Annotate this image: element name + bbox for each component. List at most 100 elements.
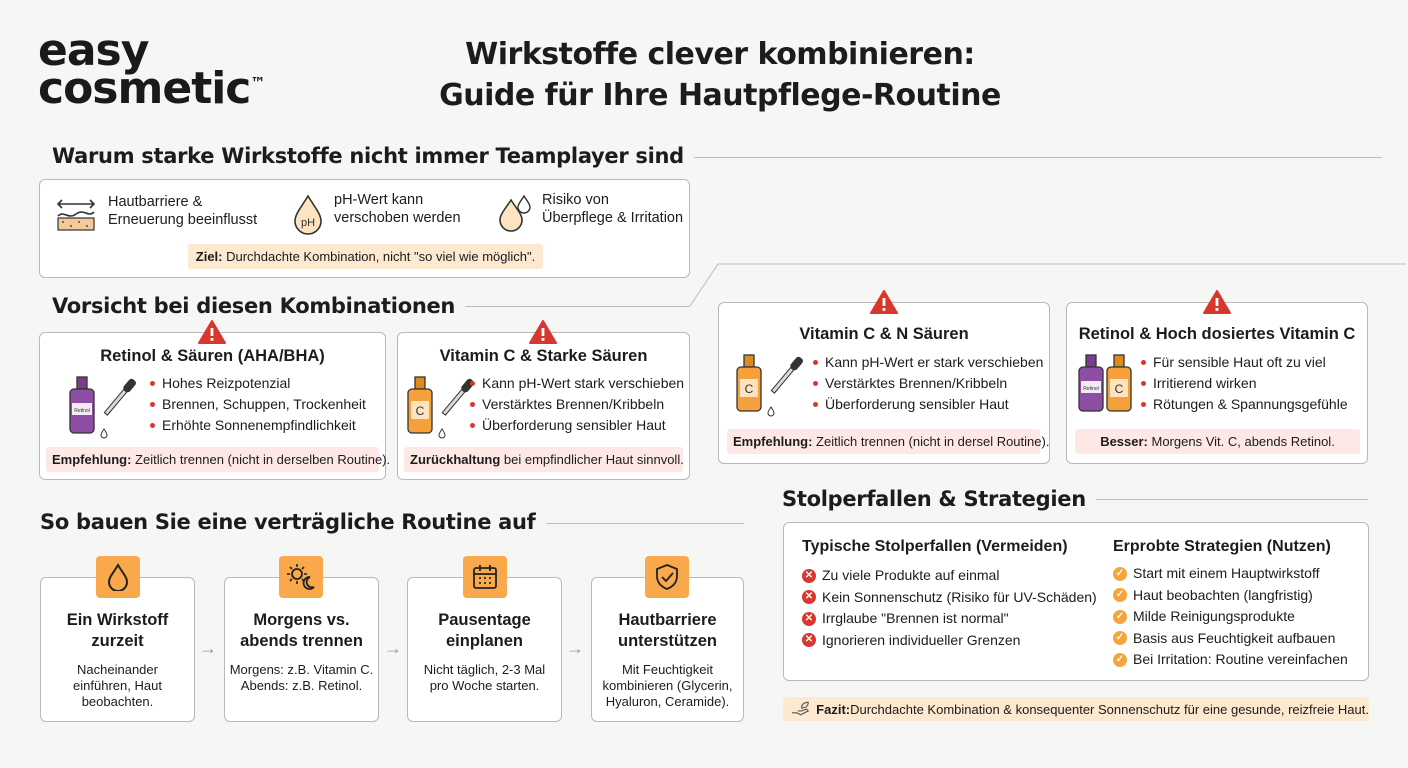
routine-step-2: Morgens vs.abends trennen Morgens: z.B. … <box>224 577 379 722</box>
note-label: Zurückhaltung <box>410 452 501 467</box>
section-rule <box>400 306 690 307</box>
card-bullet-list: Für sensible Haut oft zu viel Irritieren… <box>1139 352 1348 415</box>
list-item-text: Basis aus Feuchtigkeit aufbauen <box>1133 629 1336 646</box>
drops-icon <box>499 194 531 232</box>
logo-word: cosmetic <box>38 63 251 114</box>
arrow-icon: → <box>384 638 402 658</box>
step-desc-line: Nacheinander <box>77 662 158 677</box>
trademark-mark: ™ <box>250 74 266 92</box>
goal-label: Ziel: <box>195 249 223 264</box>
retinol-bottle-dropper-icon: Retinol <box>69 376 136 439</box>
goal-note: Ziel: Durchdachte Kombination, nicht "so… <box>188 244 543 269</box>
note-text: Zeitlich trennen (nicht in derselben Rou… <box>131 452 391 467</box>
arrow-icon: → <box>199 638 217 658</box>
list-item: ✓ Basis aus Feuchtigkeit aufbauen <box>1113 628 1348 650</box>
x-circle-icon: ✕ <box>802 590 816 605</box>
list-item: Rötungen & Spannungsgefühle <box>1139 394 1348 415</box>
vitamin-c-bottle-dropper-icon: C <box>736 354 803 417</box>
bottle-label: Retinol <box>74 408 90 414</box>
warning-icon <box>870 290 898 314</box>
step-desc-line: Morgens: z.B. Vitamin C. <box>229 662 374 677</box>
card-title: Retinol & Hoch dosiertes Vitamin C <box>1078 325 1356 343</box>
section-heading-teamplayer: Warum starke Wirkstoffe nicht immer Team… <box>52 144 694 168</box>
list-item-text: Milde Reinigungsprodukte <box>1133 608 1295 624</box>
list-item: ✕ Zu viele Produkte auf einmal <box>802 565 1097 587</box>
caution-card-2: Vitamin C & Starke Säuren C Kann pH-Wert… <box>397 332 690 480</box>
caution-card-3: Vitamin C & N Säuren C Kann pH-Wert er s… <box>718 302 1050 464</box>
connector-line <box>689 263 1406 307</box>
fazit-text: Durchdachte Kombination & konsequenter S… <box>850 701 1369 717</box>
section-heading-routine: So bauen Sie eine verträgliche Routine a… <box>40 510 546 534</box>
warning-icon <box>198 320 226 344</box>
caution-card-1: Retinol & Säuren (AHA/BHA) Retinol Hohes… <box>39 332 390 480</box>
list-item: Erhöhte Sonnenempfindlichkeit <box>148 415 366 436</box>
note-label: Besser: <box>1100 434 1148 449</box>
list-item-text: Zu viele Produkte auf einmal <box>822 567 1000 583</box>
pitfalls-box: Typische Stolperfallen (Vermeiden) ✕ Zu v… <box>783 522 1369 681</box>
use-heading: Erprobte Strategien (Nutzen) <box>1113 538 1331 555</box>
card-bullet-list: Kann pH-Wert stark verschieben Verstärkt… <box>468 373 684 436</box>
calendar-icon <box>463 556 507 598</box>
step-desc-line: beobachten. <box>81 694 154 709</box>
teamplayer-item-line: Risiko von <box>542 192 609 208</box>
avoid-heading: Typische Stolperfallen (Vermeiden) <box>802 538 1068 555</box>
step-desc-line: Abends: z.B. Retinol. <box>240 678 363 693</box>
caution-card-4: Retinol & Hoch dosiertes Vitamin C Retin… <box>1066 302 1368 464</box>
list-item: Überforderung sensibler Haut <box>468 415 684 436</box>
list-item-text: Haut beobachten (langfristig) <box>1133 586 1313 603</box>
list-item-text: Ignorieren individueller Grenzen <box>822 631 1021 648</box>
logo-line-2: cosmetic™ <box>38 67 266 111</box>
teamplayer-item-line: verschoben werden <box>334 210 461 226</box>
step-desc-line: Hyaluron, Ceramide). <box>605 694 730 709</box>
retinol-vitamin-c-bottles-icon: Retinol C <box>1078 354 1132 412</box>
fazit-label: Fazit: <box>816 701 851 717</box>
goal-text: Durchdachte Kombination, nicht "so viel … <box>222 249 536 264</box>
page-title: Wirkstoffe clever kombinieren: Guide für… <box>380 34 1060 116</box>
x-circle-icon: ✕ <box>802 568 816 583</box>
step-title-line: Ein Wirkstoff <box>66 611 169 629</box>
list-item: Irritierend wirken <box>1139 373 1348 394</box>
step-desc-line: Mit Feuchtigkeit <box>621 662 714 677</box>
note-text: bei empfindlicher Haut sinnvoll. <box>500 452 684 467</box>
title-line-2: Guide für Ihre Hautpflege-Routine <box>439 78 1001 113</box>
step-title-line: zurzeit <box>91 632 144 650</box>
logo-line-1: easy <box>38 25 149 76</box>
list-item: ✓Bei Irritation: Routine vereinfachen <box>1113 649 1348 671</box>
step-desc-line: Nicht täglich, 2-3 Mal <box>423 662 546 677</box>
teamplayer-item-line: pH-Wert kann <box>334 192 424 208</box>
warning-icon <box>529 320 557 344</box>
list-item: Verstärktes Brennen/Kribbeln <box>811 373 1043 394</box>
card-note: Besser: Morgens Vit. C, abends Retinol. <box>1075 429 1360 454</box>
shield-check-icon <box>645 556 689 598</box>
step-title-line: einplanen <box>445 632 523 650</box>
list-item: Brennen, Schuppen, Trockenheit <box>148 394 366 415</box>
check-circle-icon: ✓ <box>1113 631 1127 646</box>
hand-leaf-icon <box>791 701 810 716</box>
list-item: ✓Haut beobachten (langfristig) <box>1113 585 1348 607</box>
list-item: Hohes Reizpotenzial <box>148 373 366 394</box>
step-desc-line: kombinieren (Glycerin, <box>602 678 733 693</box>
teamplayer-item-2: pH pH-Wert kann verschoben werden <box>290 192 461 236</box>
bottle-label: Retinol <box>1083 386 1099 392</box>
card-title: Retinol & Säuren (AHA/BHA) <box>100 347 325 365</box>
section-heading-pitfalls: Stolperfallen & Strategien <box>782 487 1096 511</box>
section-rule <box>1063 499 1368 500</box>
teamplayer-item-3: Risiko von Überpflege & Irritation <box>496 192 683 236</box>
teamplayer-item-line: Überpflege & Irritation <box>542 210 684 226</box>
title-line-1: Wirkstoffe clever kombinieren: <box>465 37 975 72</box>
x-circle-icon: ✕ <box>802 611 816 626</box>
step-title-line: Hautbarriere <box>618 611 717 629</box>
card-title: Vitamin C & N Säuren <box>799 325 969 343</box>
card-note: Empfehlung: Zeitlich trennen (nicht in d… <box>727 429 1049 454</box>
list-item: ✓Milde Reinigungsprodukte <box>1113 606 1348 628</box>
sun-moon-icon <box>279 556 323 598</box>
list-item: ✕Kein Sonnenschutz (Risiko für UV-Schäde… <box>802 587 1097 609</box>
ph-drop-icon: pH <box>294 194 322 235</box>
note-text: Zeitlich trennen (nicht in dersel Routin… <box>812 434 1050 449</box>
bottle-label: C <box>416 404 425 418</box>
list-item: Kann pH-Wert stark verschieben <box>468 373 684 394</box>
teamplayer-box: Hautbarriere & Erneuerung beeinflusst pH… <box>39 179 690 278</box>
note-label: Empfehlung: <box>52 452 132 467</box>
